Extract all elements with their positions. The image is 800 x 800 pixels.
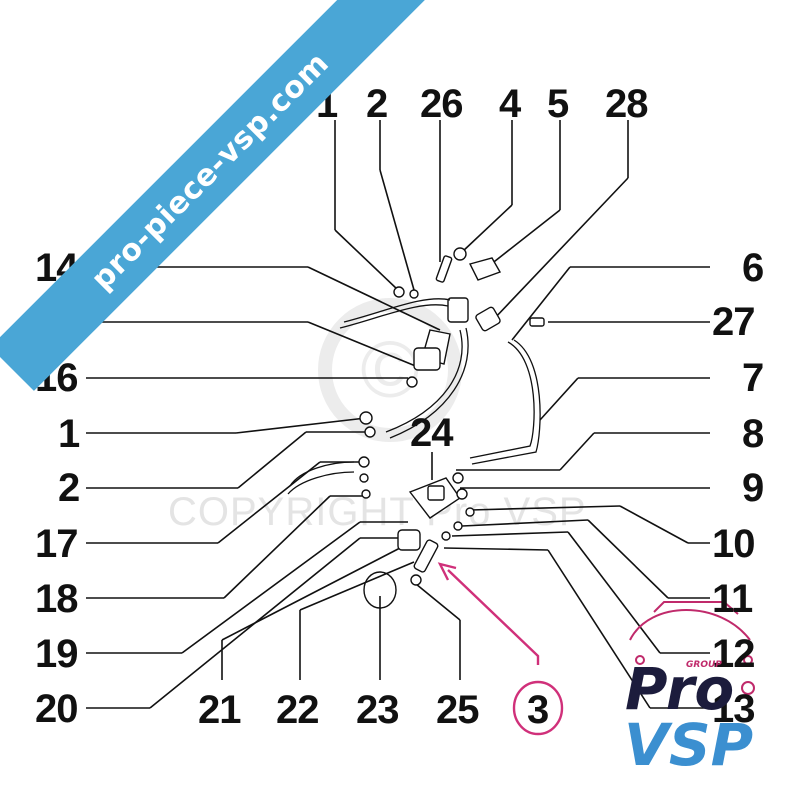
callout-4: 4 xyxy=(499,82,521,126)
callout-9: 9 xyxy=(742,466,764,510)
callout-7: 7 xyxy=(742,356,764,400)
callout-23: 23 xyxy=(356,688,399,732)
logo-group-text: GROUP xyxy=(686,660,722,670)
callout-2-top: 2 xyxy=(366,82,388,126)
logo-pro-text: Pro xyxy=(625,655,735,723)
logo-vsp-text: VSP xyxy=(624,711,754,779)
callout-26: 26 xyxy=(420,82,463,126)
callout-18: 18 xyxy=(35,577,78,621)
callout-10: 10 xyxy=(712,522,755,566)
callout-24: 24 xyxy=(410,411,453,455)
callout-28: 28 xyxy=(605,82,648,126)
callout-8: 8 xyxy=(742,412,764,456)
callout-21: 21 xyxy=(198,688,241,732)
svg-text:©: © xyxy=(361,325,420,414)
callout-1-left: 1 xyxy=(58,412,80,456)
callout-2-left: 2 xyxy=(58,466,80,510)
callout-25: 25 xyxy=(436,688,479,732)
callout-19: 19 xyxy=(35,632,78,676)
callout-12: 12 xyxy=(712,632,755,676)
callout-13: 13 xyxy=(712,687,755,731)
callout-17: 17 xyxy=(35,522,78,566)
callout-20: 20 xyxy=(35,687,78,731)
callout-6: 6 xyxy=(742,246,764,290)
callout-27: 27 xyxy=(712,300,755,344)
callout-22: 22 xyxy=(276,688,319,732)
callout-3-highlighted: 3 xyxy=(527,688,549,732)
callout-11: 11 xyxy=(712,577,753,621)
callout-5: 5 xyxy=(547,82,569,126)
